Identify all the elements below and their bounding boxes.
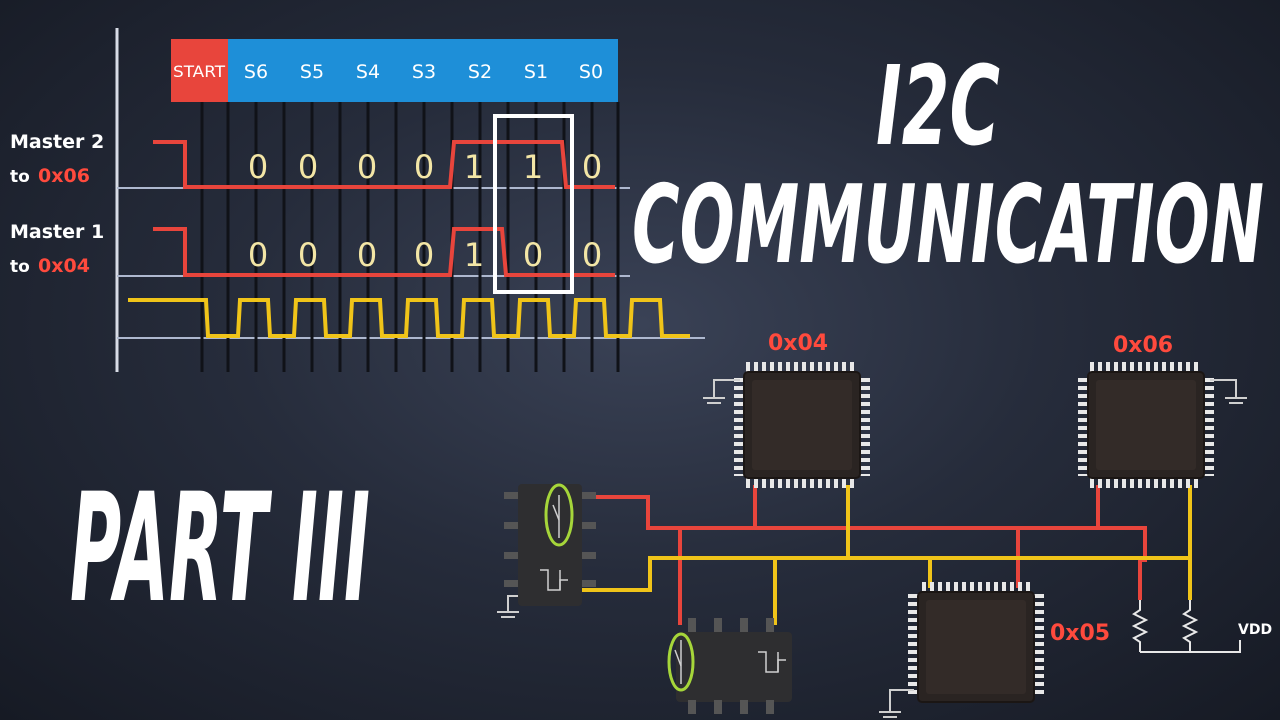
sda-waveform-master2: [153, 140, 615, 189]
row-label-master2-addr: 0x06: [38, 165, 90, 187]
bit-master1-s3: 0: [414, 236, 434, 274]
chip-0x04: [734, 362, 870, 488]
bit-master2-s3: 0: [414, 148, 434, 186]
bit-master1-s1: 0: [523, 236, 543, 274]
header-label-s4: S4: [356, 61, 380, 83]
ground-master-left: [497, 595, 519, 618]
chip-0x06-label: 0x06: [1113, 333, 1173, 358]
header-label-s3: S3: [412, 61, 436, 83]
row-label-master2: Master 2: [10, 131, 104, 153]
header-label-s5: S5: [300, 61, 324, 83]
bit-master1-s0: 0: [582, 236, 602, 274]
header-cell-s5: [284, 39, 340, 102]
chip-0x05: [908, 582, 1044, 703]
vdd-label: VDD: [1238, 622, 1272, 638]
bit-master2-s5: 0: [298, 148, 318, 186]
master-device-bottom: [667, 618, 792, 714]
header-cell-s2: [452, 39, 508, 102]
arbitration-highlight-box: [493, 114, 574, 294]
header-cell-s0: [564, 39, 618, 102]
header-cell-s6: [228, 39, 284, 102]
scl-bus-wire: [580, 556, 1190, 592]
ground-chip06: [1210, 379, 1247, 404]
sda-waveform-master1: [153, 227, 615, 277]
bit-master1-s5: 0: [298, 236, 318, 274]
chip-0x06: [1078, 362, 1214, 488]
header-label-s6: S6: [244, 61, 268, 83]
bit-master1-s6: 0: [248, 236, 268, 274]
bit-master1-s4: 0: [357, 236, 377, 274]
title-communication: COMMUNICATION: [632, 163, 1264, 288]
header-cell-s3: [396, 39, 452, 102]
bit-header: START S6 S5 S4 S3 S2 S1 S0: [171, 39, 618, 102]
bit-master2-s1: 1: [523, 148, 543, 186]
master-device-left: [504, 483, 596, 606]
header-label-start: START: [173, 62, 225, 81]
header-label-s2: S2: [468, 61, 492, 83]
bit-master1-s2: 1: [464, 236, 484, 274]
bit-master2-s0: 0: [582, 148, 602, 186]
timing-diagram: START S6 S5 S4 S3 S2 S1 S0 Master 2 to 0…: [10, 28, 705, 372]
row-label-master2-to: to: [10, 167, 30, 187]
ground-chip05: [879, 689, 914, 718]
bit-master2-s4: 0: [357, 148, 377, 186]
bit-master2-s6: 0: [248, 148, 268, 186]
sda-bus-wire: [580, 495, 1147, 600]
row-label-master1-to: to: [10, 257, 30, 277]
row-label-master1: Master 1: [10, 221, 104, 243]
header-label-s0: S0: [579, 61, 603, 83]
row-label-master1-addr: 0x04: [38, 255, 90, 277]
scl-clock-waveform: [128, 298, 690, 338]
header-cell-start: [171, 39, 228, 102]
chip-0x05-label: 0x05: [1050, 621, 1110, 646]
title-part-iii: PART III: [70, 462, 370, 636]
circuit-diagram: VDD 0x04 0x06: [497, 331, 1272, 718]
master-bottom-highlight-ring: [667, 632, 695, 692]
master-left-highlight-ring: [544, 483, 574, 547]
title-i2c: I2C: [876, 42, 1000, 170]
header-label-s1: S1: [524, 61, 548, 83]
chip-0x04-label: 0x04: [768, 331, 828, 356]
bit-master2-s2: 1: [464, 148, 484, 186]
header-cell-s4: [340, 39, 396, 102]
pullup-resistors: [1131, 600, 1241, 653]
header-cell-s1: [508, 39, 564, 102]
ground-chip04: [703, 379, 740, 404]
